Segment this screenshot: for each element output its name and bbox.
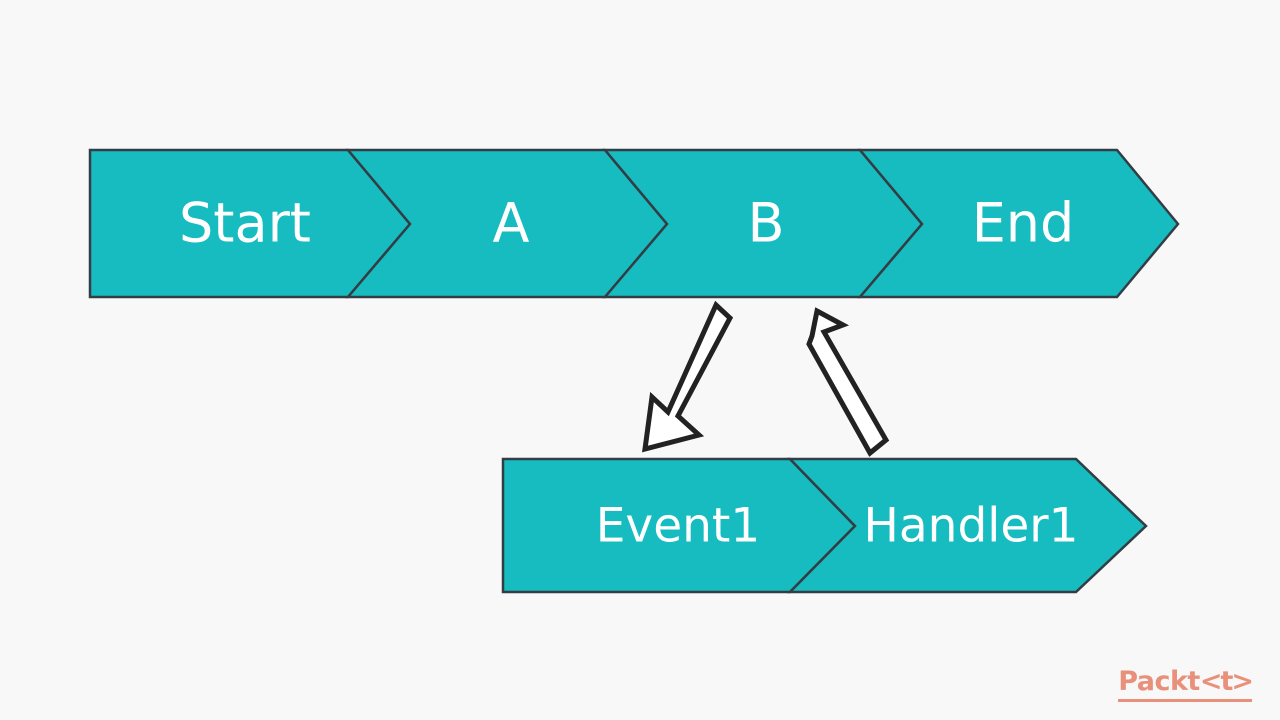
return-from-handler-arrow[interactable] <box>806 307 890 457</box>
chevron-label-b: B <box>747 192 784 255</box>
packt-logo-wordmark: Packt <box>1118 666 1200 697</box>
chevron-label-start: Start <box>179 192 311 255</box>
chevron-label-a: A <box>493 192 530 255</box>
chevron-label-handler1: Handler1 <box>864 499 1079 554</box>
packt-logo-mark: <t> <box>1199 666 1254 697</box>
chevron-label-event1: Event1 <box>596 499 761 554</box>
main-process-flow: Start A B End <box>88 148 1180 299</box>
raise-event-arrow[interactable] <box>642 300 734 453</box>
chevron-label-end: End <box>972 192 1075 255</box>
packt-logo: Packt<t> <box>1118 666 1254 702</box>
chevron-segment-end[interactable] <box>857 148 1180 299</box>
event-handler-flow: Event1 Handler1 <box>501 457 1148 594</box>
chevron-segment-handler1[interactable] <box>787 457 1148 594</box>
